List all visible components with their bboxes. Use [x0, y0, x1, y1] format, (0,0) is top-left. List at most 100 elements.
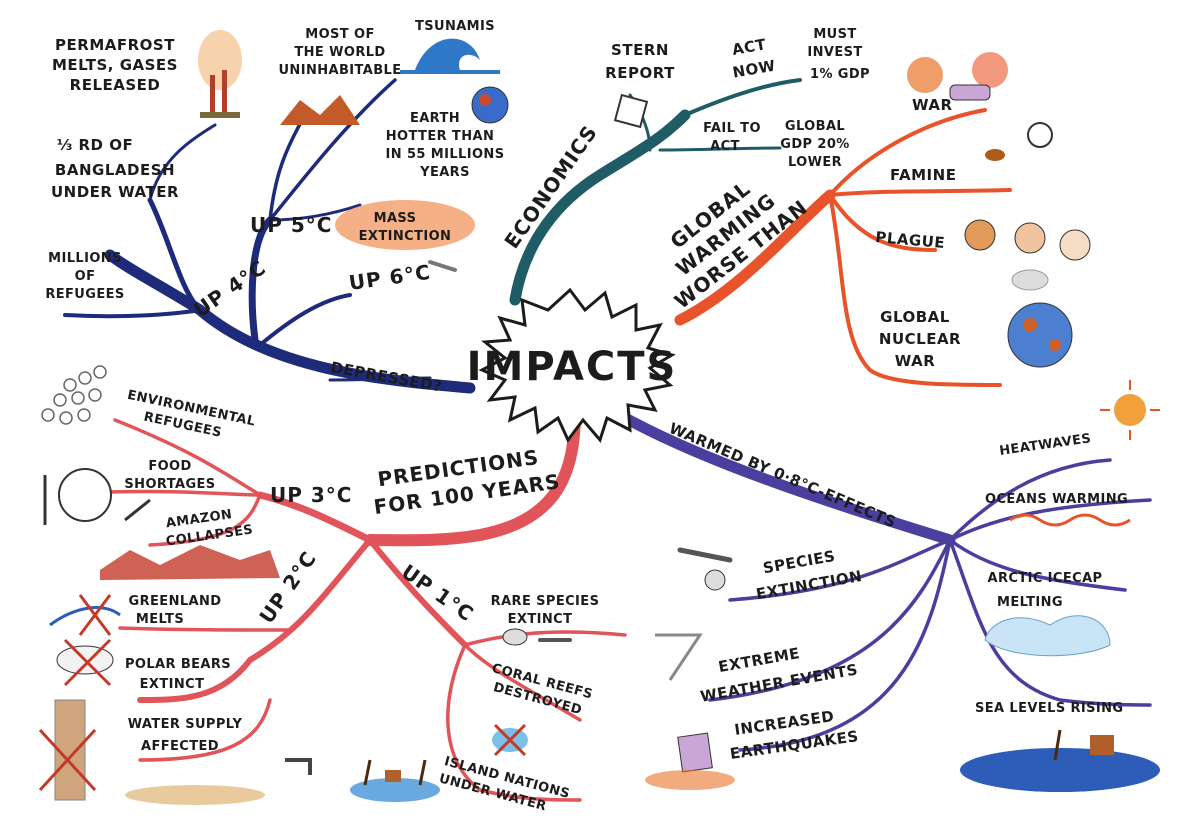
svg-text:BANGLADESH: BANGLADESH — [55, 161, 175, 179]
svg-text:WATER SUPPLY: WATER SUPPLY — [128, 717, 243, 732]
must-invest-label: MUST INVEST 1% GDP — [807, 27, 870, 82]
svg-text:SHORTAGES: SHORTAGES — [124, 477, 215, 492]
amazon-fire-illustration — [100, 545, 280, 580]
svg-text:MELTS, GASES: MELTS, GASES — [52, 56, 178, 74]
up-6c-label: UP 6°C — [347, 260, 432, 295]
svg-text:POLAR BEARS: POLAR BEARS — [125, 657, 231, 672]
svg-text:FAIL TO: FAIL TO — [703, 121, 761, 136]
uninhabitable-label: MOST OF THE WORLD UNINHABITABLE — [278, 27, 401, 78]
water-tap-illustration — [285, 758, 312, 775]
nuclear-war-label: GLOBAL NUCLEAR WAR — [879, 308, 961, 370]
war-explosion-illustration — [907, 52, 1008, 101]
tsunamis-label: TSUNAMIS — [415, 19, 495, 34]
svg-text:HOTTER THAN: HOTTER THAN — [386, 129, 494, 144]
rare-species-label: RARE SPECIES EXTINCT — [491, 594, 599, 627]
greenland-label: GREENLAND MELTS — [129, 594, 222, 627]
coral-reefs-label: CORAL REEFS DESTROYED — [490, 661, 594, 718]
svg-text:RELEASED: RELEASED — [70, 76, 161, 94]
warmed-branch-lines — [614, 409, 1152, 752]
refugee-dots-illustration — [41, 365, 107, 425]
earthquakes-label: INCREASED EARTHQUAKES — [729, 707, 860, 763]
up-5c-label: UP 5°C — [250, 213, 332, 237]
mass-extinction-label: MASS EXTINCTION — [359, 211, 451, 244]
svg-text:MASS: MASS — [374, 211, 417, 226]
water-supply-label: WATER SUPPLY AFFECTED — [128, 717, 243, 754]
refugees-label: MILLIONS OF REFUGEES — [45, 251, 124, 302]
temperature-branch-lines — [63, 78, 476, 394]
svg-text:MELTS: MELTS — [136, 612, 184, 627]
svg-text:UNDER WATER: UNDER WATER — [51, 183, 179, 201]
env-refugees-label: ENVIRONMENTAL REFUGEES — [126, 388, 257, 441]
svg-text:ARCTIC ICECAP: ARCTIC ICECAP — [988, 571, 1103, 586]
famine-label: FAMINE — [890, 166, 956, 184]
arctic-label: ARCTIC ICECAP MELTING — [988, 571, 1103, 610]
polar-bears-label: POLAR BEARS EXTINCT — [125, 657, 231, 692]
svg-text:AFFECTED: AFFECTED — [141, 739, 219, 754]
sun-illustration — [1100, 380, 1160, 440]
svg-text:GDP 20%: GDP 20% — [780, 137, 849, 152]
svg-text:INVEST: INVEST — [807, 45, 862, 60]
svg-text:GLOBAL: GLOBAL — [785, 119, 845, 134]
oceans-warming-label: OCEANS WARMING — [985, 492, 1128, 507]
mass-extinction-fire-illustration — [335, 200, 475, 272]
svg-text:YEARS: YEARS — [419, 165, 470, 180]
up-3c-label: UP 3°C — [270, 483, 352, 507]
arctic-ice-illustration — [984, 615, 1111, 657]
svg-text:1% GDP: 1% GDP — [810, 67, 870, 82]
svg-text:MILLIONS: MILLIONS — [48, 251, 122, 266]
predictions-branch-lines — [108, 404, 627, 802]
polar-bear-illustration — [56, 638, 114, 687]
svg-text:ACT: ACT — [710, 139, 740, 154]
water-well-illustration — [38, 699, 97, 801]
svg-text:THE WORLD: THE WORLD — [294, 45, 385, 60]
center-title: IMPACTS — [467, 344, 678, 390]
svg-text:NUCLEAR: NUCLEAR — [879, 330, 961, 348]
center-node: IMPACTS — [467, 287, 678, 444]
sea-levels-label: SEA LEVELS RISING — [975, 701, 1124, 716]
svg-text:UNINHABITABLE: UNINHABITABLE — [278, 63, 401, 78]
svg-text:EXTINCT: EXTINCT — [140, 677, 205, 692]
tsunami-wave-illustration — [400, 38, 500, 75]
svg-text:NOW: NOW — [731, 56, 777, 81]
greenland-ice-illustration — [49, 594, 121, 636]
center-starburst — [478, 287, 676, 444]
amazon-label: AMAZON COLLAPSES — [165, 507, 254, 549]
svg-text:ACT: ACT — [731, 35, 768, 59]
nuclear-war-globe-illustration — [1007, 269, 1073, 368]
fail-to-act-label: FAIL TO ACT — [703, 121, 761, 154]
food-shortages-label: FOOD SHORTAGES — [124, 459, 215, 492]
svg-text:STERN: STERN — [611, 41, 669, 59]
svg-text:⅓ RD OF: ⅓ RD OF — [57, 136, 133, 154]
plague-label: PLAGUE — [875, 228, 946, 252]
sea-level-island-illustration — [960, 729, 1160, 792]
svg-text:EARTH: EARTH — [410, 111, 460, 126]
ocean-waves-illustration — [1009, 513, 1131, 527]
famine-person-illustration — [985, 122, 1053, 161]
svg-text:REPORT: REPORT — [605, 64, 675, 82]
economics-branch-lines — [509, 78, 802, 306]
svg-text:MUST: MUST — [813, 27, 856, 42]
svg-text:GLOBAL: GLOBAL — [880, 308, 950, 326]
species-bones-illustration — [677, 547, 733, 591]
tornado-illustration — [655, 633, 703, 681]
earth-globe-illustration — [471, 86, 509, 124]
svg-text:MELTING: MELTING — [997, 595, 1063, 610]
depressed-label: DEPRESSED? — [329, 358, 443, 395]
plague-faces-illustration — [964, 219, 1091, 261]
bangladesh-label: ⅓ RD OF BANGLADESH UNDER WATER — [51, 136, 179, 201]
svg-text:FOOD: FOOD — [148, 459, 191, 474]
up-4c-label: UP 4°C — [189, 255, 270, 322]
svg-text:REFUGEES: REFUGEES — [45, 287, 124, 302]
svg-text:WAR: WAR — [895, 352, 936, 370]
svg-text:EXTINCT: EXTINCT — [508, 612, 573, 627]
stern-report-document-icon — [613, 93, 649, 129]
hotter-label: EARTH HOTTER THAN IN 55 MILLIONS YEARS — [386, 111, 505, 180]
island-nations-label: ISLAND NATIONS UNDER WATER — [437, 754, 571, 814]
svg-text:MOST OF: MOST OF — [305, 27, 374, 42]
species-extinction-label: SPECIES EXTINCTION — [755, 547, 864, 603]
coral-reef-illustration — [492, 723, 528, 757]
dried-lake-illustration — [125, 785, 265, 805]
extreme-weather-label: EXTREME WEATHER EVENTS — [699, 644, 859, 706]
svg-text:LOWER: LOWER — [788, 155, 842, 170]
